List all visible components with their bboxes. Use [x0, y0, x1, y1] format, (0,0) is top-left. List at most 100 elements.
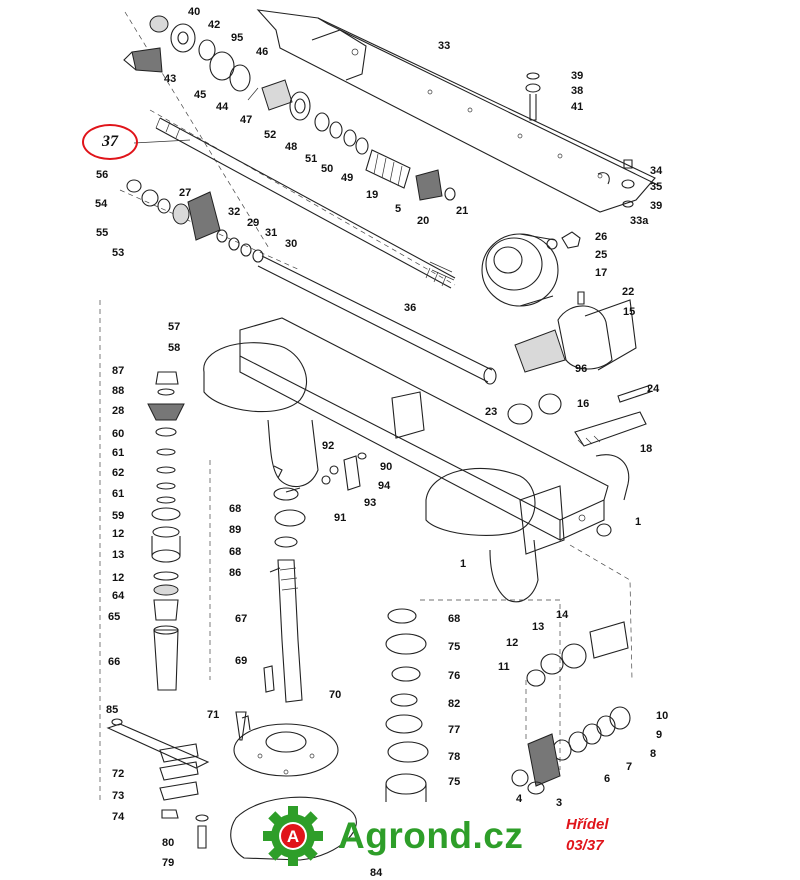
part-label: 12 — [112, 528, 124, 540]
part-label: 56 — [96, 169, 108, 181]
part-label: 13 — [112, 549, 124, 561]
part-label: 68 — [229, 503, 241, 515]
part-label: 12 — [506, 637, 518, 649]
part-label: 95 — [231, 32, 243, 44]
part-label: 21 — [456, 205, 468, 217]
part-label: 42 — [208, 19, 220, 31]
part-label: 4 — [516, 793, 523, 805]
part-label: 67 — [235, 613, 247, 625]
part-label: 6 — [604, 773, 610, 785]
part-labels: 40 42 95 46 43 45 44 47 52 48 51 50 49 1… — [95, 6, 668, 879]
part-label: 78 — [448, 751, 460, 763]
part-label: 46 — [256, 46, 268, 58]
part-label: 44 — [216, 101, 229, 113]
part-label: 50 — [321, 163, 333, 175]
part-label: 91 — [334, 512, 346, 524]
part-label: 77 — [448, 724, 460, 736]
part-label: 82 — [448, 698, 460, 710]
part-label: 17 — [595, 267, 607, 279]
part-label: 15 — [623, 306, 635, 318]
part-label: 38 — [571, 85, 583, 97]
part-label: 28 — [112, 405, 124, 417]
part-label: 96 — [575, 363, 587, 375]
part-label: 23 — [485, 406, 497, 418]
part-label: 85 — [106, 704, 118, 716]
part-label: 29 — [247, 217, 259, 229]
part-label: 26 — [595, 231, 607, 243]
part-label: 39 — [571, 70, 583, 82]
part-label: 71 — [207, 709, 219, 721]
part-label: 80 — [162, 837, 174, 849]
part-label: 72 — [112, 768, 124, 780]
part-label: 53 — [112, 247, 124, 259]
part-label: 64 — [112, 590, 125, 602]
main-housing — [203, 317, 633, 770]
part-label: 79 — [162, 857, 174, 869]
part-label: 20 — [417, 215, 429, 227]
part-label: 45 — [194, 89, 206, 101]
part-label: 62 — [112, 467, 124, 479]
part-label: 52 — [264, 129, 276, 141]
part-label: 1 — [460, 558, 466, 570]
part-label: 58 — [168, 342, 180, 354]
knife-holder-plates — [106, 711, 247, 849]
part-label: 75 — [448, 776, 460, 788]
part-label: 36 — [404, 302, 416, 314]
caption-part-name: Hřídel — [566, 816, 609, 833]
part-label: 24 — [647, 383, 660, 395]
part-label: 61 — [112, 488, 124, 500]
small-hardware — [321, 452, 367, 491]
part-label: 5 — [395, 203, 401, 215]
part-caption: Hřídel 03/37 — [566, 814, 636, 856]
part-label: 90 — [380, 461, 392, 473]
part-label: 12 — [112, 572, 124, 584]
part-label: 7 — [626, 761, 632, 773]
brand-logo: A Agrond.cz — [262, 806, 523, 866]
part-label: 33a — [630, 215, 649, 227]
part-label: 73 — [112, 790, 124, 802]
part-label: 65 — [108, 611, 120, 623]
part-label: 51 — [305, 153, 317, 165]
part-label: 93 — [364, 497, 376, 509]
part-label: 33 — [438, 40, 450, 52]
lower-right-gear-set — [511, 621, 631, 795]
part-label: 66 — [108, 656, 120, 668]
part-label: 14 — [556, 609, 569, 621]
part-label: 89 — [229, 524, 241, 536]
part-label: 55 — [96, 227, 108, 239]
frame-bar-33 — [256, 9, 661, 213]
part-label: 68 — [448, 613, 460, 625]
bevel-gear-cluster — [119, 179, 497, 385]
part-label: 11 — [498, 661, 510, 673]
part-label: 84 — [370, 867, 383, 879]
part-label: 70 — [329, 689, 341, 701]
part-label: 86 — [229, 567, 241, 579]
part-label: 9 — [656, 729, 662, 741]
part-label: 34 — [650, 165, 663, 177]
part-label: 69 — [235, 655, 247, 667]
logo-letter: A — [287, 827, 299, 846]
part-label: 92 — [322, 440, 334, 452]
part-label: 16 — [577, 398, 589, 410]
part-label: 27 — [179, 187, 191, 199]
right-bearing-stack — [385, 608, 429, 802]
part-label: 74 — [112, 811, 125, 823]
part-label: 32 — [228, 206, 240, 218]
part-label: 22 — [622, 286, 634, 298]
part-label: 39 — [650, 200, 662, 212]
part-label: 10 — [656, 710, 668, 722]
part-label: 75 — [448, 641, 460, 653]
part-label: 35 — [650, 181, 662, 193]
highlighted-part-number: 37 — [102, 133, 118, 150]
part-label: 47 — [240, 114, 252, 126]
part-label: 54 — [95, 198, 108, 210]
part-label: 40 — [188, 6, 200, 18]
part-label: 59 — [112, 510, 124, 522]
part-label: 60 — [112, 428, 124, 440]
vertical-spindle-stack — [99, 300, 211, 800]
centre-spindle — [230, 465, 357, 861]
part-label: 49 — [341, 172, 353, 184]
part-label: 13 — [532, 621, 544, 633]
leader-lines — [133, 87, 259, 144]
